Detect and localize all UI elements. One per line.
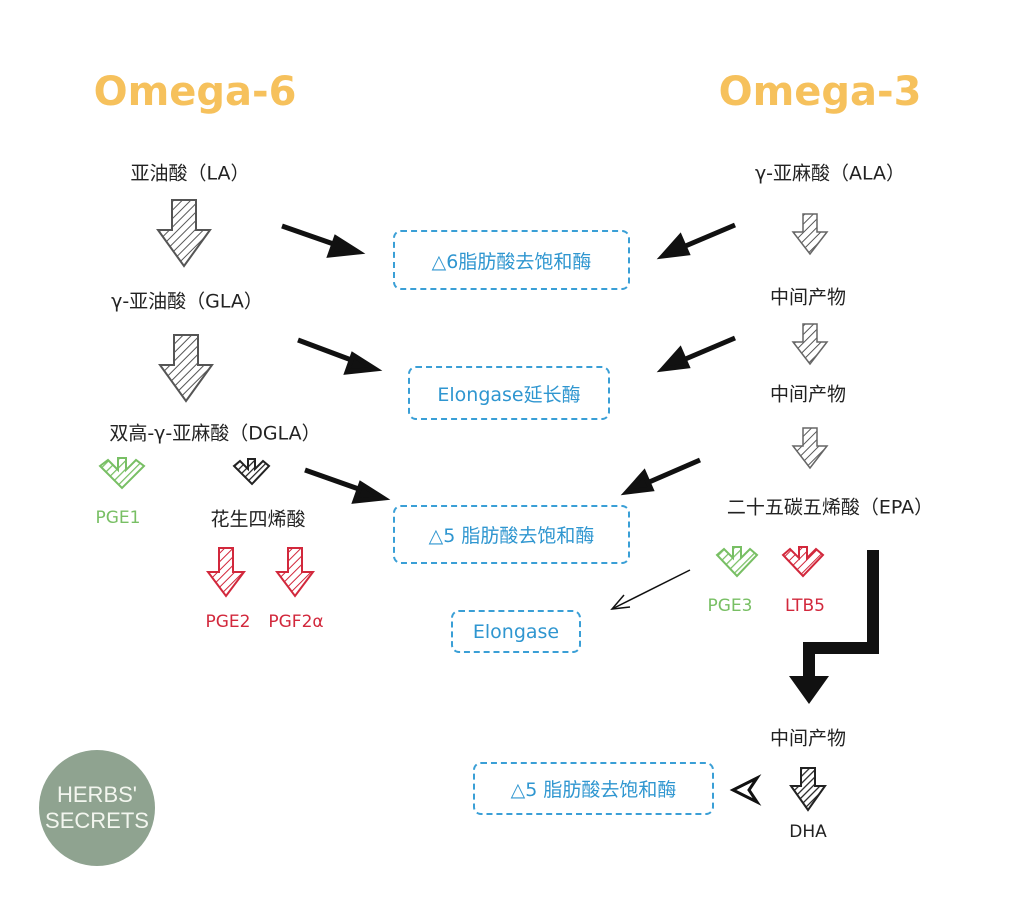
la-label: 亚油酸（LA）: [130, 162, 250, 185]
elongase-box-2: Elongase: [451, 610, 581, 653]
pgf2a-label: PGF2α: [268, 612, 324, 632]
aa-label: 花生四烯酸: [210, 508, 306, 531]
pge1-label: PGE1: [95, 508, 141, 528]
down-arrow-icon: [156, 199, 212, 268]
pge3-label: PGE3: [707, 596, 753, 616]
red-down-arrow-icon: [206, 547, 246, 598]
red-chevron-arrow-icon: [781, 546, 825, 578]
intermediate-2-label: 中间产物: [769, 383, 847, 406]
pge2-label: PGE2: [205, 612, 251, 632]
thin-arrow-icon: [610, 569, 691, 610]
intermediate-1-label: 中间产物: [769, 286, 847, 309]
logo-line-2: SECRETS: [45, 808, 149, 833]
big-bent-arrow-icon: [789, 550, 879, 704]
dha-label: DHA: [789, 822, 827, 842]
delta5-desaturase-box: △5 脂肪酸去饱和酶: [393, 505, 630, 564]
omega6-title: Omega-6: [93, 69, 297, 115]
delta5-desaturase-box-2: △5 脂肪酸去饱和酶: [473, 762, 714, 815]
elongase-box: Elongase延长酶: [408, 366, 610, 420]
herbs-secrets-logo: HERBS' SECRETS: [39, 750, 155, 866]
left-chevron-icon: [729, 774, 762, 806]
epa-label: 二十五碳五烯酸（EPA）: [726, 496, 934, 519]
intermediate-3-label: 中间产物: [769, 727, 847, 750]
pointer-arrows: [281, 222, 736, 504]
down-arrow-icon: [789, 767, 827, 812]
black-chevron-arrow-icon: [232, 458, 271, 486]
dgla-label: 双高-γ-亚麻酸（DGLA）: [109, 422, 321, 445]
green-chevron-arrow-icon: [98, 457, 146, 490]
ltb5-label: LTB5: [785, 596, 825, 616]
green-chevron-arrow-icon: [715, 546, 759, 578]
delta6-desaturase-box: △6脂肪酸去饱和酶: [393, 230, 630, 290]
down-arrow-icon: [791, 427, 829, 470]
down-arrow-icon: [158, 334, 214, 403]
down-arrow-icon: [791, 213, 829, 256]
down-arrow-icon: [791, 323, 829, 366]
gla-label: γ-亚油酸（GLA）: [111, 290, 263, 313]
red-down-arrow-icon: [275, 547, 315, 598]
omega3-title: Omega-3: [718, 69, 922, 115]
logo-line-1: HERBS': [57, 782, 137, 807]
ala-label: γ-亚麻酸（ALA）: [754, 162, 906, 185]
